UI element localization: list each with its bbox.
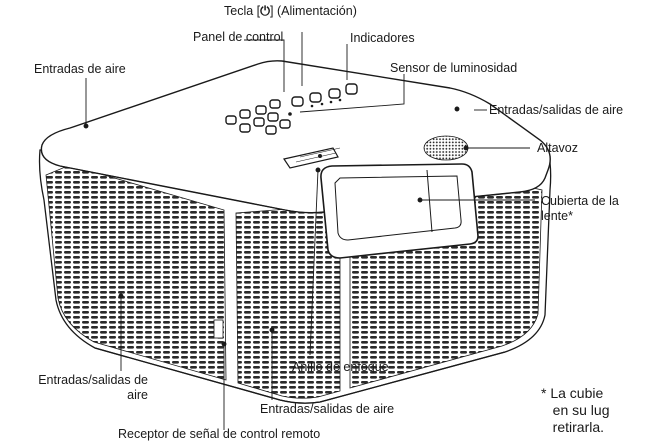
air-inlets-outlets-right-label: Entradas/salidas de aire xyxy=(489,103,624,117)
indicators-label: Indicadores xyxy=(350,31,415,45)
air-inlets-outlets-left-label: Entradas/salidas de aire xyxy=(38,373,148,402)
lens-cover-footnote: * La cubie en su lug retirarla. xyxy=(541,385,610,435)
air-inlets-outlets-bottom-label: Entradas/salidas de aire xyxy=(260,402,395,416)
leader-lines xyxy=(83,32,535,430)
light-sensor xyxy=(288,112,292,116)
projector-bottom-edge xyxy=(94,347,506,404)
air-inlets-label: Entradas de aire xyxy=(34,62,126,76)
control-panel-buttons xyxy=(225,83,358,135)
speaker-label: Altavoz xyxy=(537,141,578,155)
power-icon: ⏻ xyxy=(260,3,271,18)
power-key-label: Tecla [⏻] (Alimentación) xyxy=(224,3,357,18)
light-sensor-label: Sensor de luminosidad xyxy=(390,61,518,75)
left-air-grille xyxy=(45,164,227,381)
control-panel-label: Panel de control xyxy=(193,30,284,44)
remote-receiver-window xyxy=(213,319,224,339)
focus-ring-label: Anillo de enfoque xyxy=(292,360,389,374)
indicator-lights xyxy=(310,98,342,108)
focus-ring xyxy=(283,147,339,169)
speaker xyxy=(423,135,469,161)
lens-cover-label: Cubierta de la lente* xyxy=(541,194,619,223)
remote-receiver-label: Receptor de señal de control remoto xyxy=(118,427,321,441)
